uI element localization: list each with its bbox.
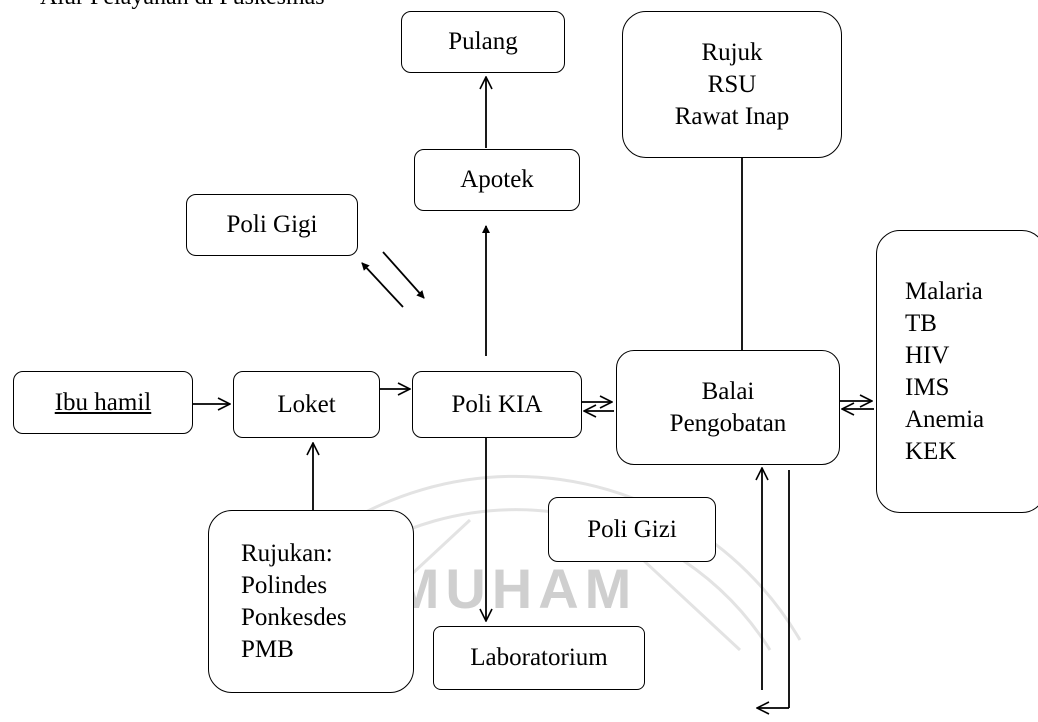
node-poli-gigi: Poli Gigi [186, 194, 358, 256]
node-apotek: Apotek [414, 149, 580, 211]
watermark-text: MUHAM [393, 557, 638, 620]
edge-gigi-kia [382, 251, 425, 299]
node-ibu-hamil: Ibu hamil [13, 371, 193, 434]
node-rujuk-rsu: Rujuk RSU Rawat Inap [622, 11, 842, 158]
node-poli-gizi: Poli Gizi [548, 497, 716, 562]
node-loket: Loket [233, 371, 380, 438]
node-penyakit-list: Malaria TB HIV IMS Anemia KEK [876, 230, 1038, 513]
node-rujukan: Rujukan: Polindes Ponkesdes PMB [208, 510, 414, 693]
node-pulang: Pulang [401, 11, 565, 73]
node-poli-kia: Poli KIA [412, 371, 582, 438]
node-balai-pengobatan: Balai Pengobatan [616, 350, 840, 465]
node-laboratorium: Laboratorium [433, 626, 645, 690]
header-fragment: Alur Pelayanan di Puskesmas [0, 0, 460, 12]
edge-kia-gigi [361, 262, 404, 308]
